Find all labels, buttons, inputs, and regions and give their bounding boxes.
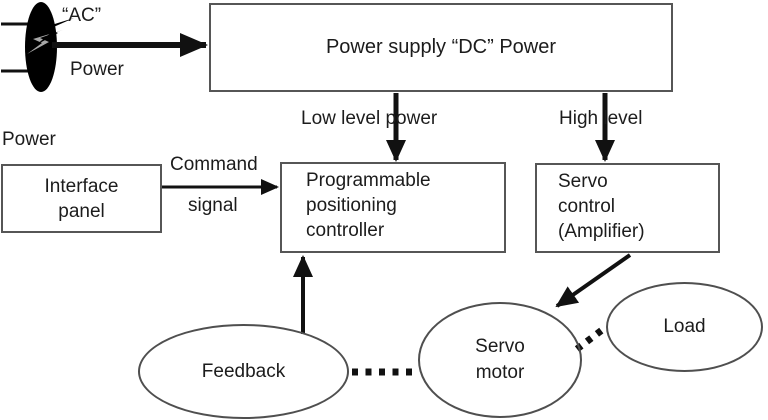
- signal-label: signal: [188, 195, 238, 216]
- load-label: Load: [663, 316, 706, 337]
- lightning-bolt-icon: [27, 18, 74, 54]
- load-ellipse: Load: [606, 282, 763, 372]
- controller-label-line3: controller: [306, 220, 385, 241]
- ac-power-label: Power: [70, 59, 124, 80]
- servo-motor-label-line1: Servo: [475, 336, 525, 357]
- feedback-label: Feedback: [201, 360, 286, 382]
- power-supply-box: Power supply “DC” Power: [209, 3, 673, 92]
- programmable-positioning-controller-box: Programmable positioning controller: [280, 162, 506, 253]
- ac-label: “AC”: [62, 5, 102, 26]
- servo-control-label-line1: Servo: [558, 171, 608, 192]
- servo-control-label-line3: (Amplifier): [558, 221, 645, 242]
- feedback-ellipse: Feedback: [138, 324, 349, 419]
- motor-to-load-dotted-line: [574, 324, 609, 352]
- interface-panel-label-line1: Interface: [44, 175, 119, 197]
- controller-label-line2: positioning: [306, 195, 397, 216]
- high-level-label: High level: [559, 108, 643, 129]
- interface-panel-label-line2: panel: [58, 200, 105, 222]
- controller-label-line1: Programmable: [306, 170, 431, 191]
- ac-plug-icon: [1, 2, 57, 92]
- low-level-power-label: Low level power: [301, 108, 438, 129]
- servo-control-label-line2: control: [558, 196, 616, 217]
- power-supply-label: Power supply “DC” Power: [325, 36, 557, 58]
- panel-power-label: Power: [2, 129, 56, 150]
- interface-panel-box: Interface panel: [1, 164, 162, 233]
- servo-control-to-motor-arrow: [555, 253, 632, 308]
- servo-motor-ellipse: Servo motor: [418, 302, 582, 418]
- servo-motor-label-line2: motor: [475, 362, 525, 383]
- servo-control-box: Servo control (Amplifier): [535, 163, 720, 253]
- command-label: Command: [170, 154, 258, 175]
